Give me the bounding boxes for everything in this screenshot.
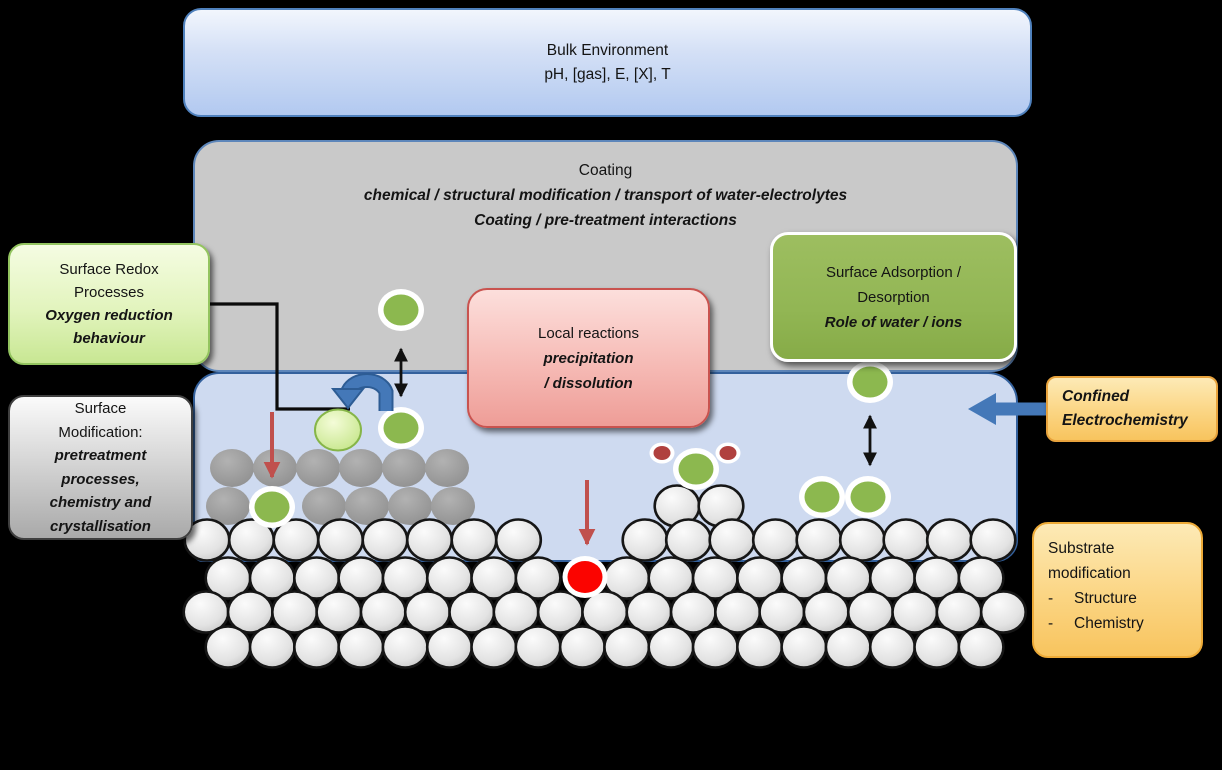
substrate-atom — [248, 625, 296, 669]
substrate-atom — [868, 625, 917, 669]
adsorbed-species — [249, 289, 893, 598]
surface-redox-emphasis-2: behaviour — [73, 330, 145, 347]
confined-electrochemistry-arrow — [968, 393, 1046, 425]
substrate-atom — [957, 625, 1005, 669]
substrate-atom — [882, 518, 930, 562]
substrate-atom — [621, 518, 669, 562]
surface-adsorption-emphasis: Role of water / ions — [824, 313, 963, 331]
coating-label-block: Coating chemical / structural modificati… — [195, 158, 1016, 233]
green-species-circle — [804, 481, 840, 513]
substrate-atom — [751, 518, 800, 562]
surface-modification-box: Surface Modification: pretreatment proce… — [8, 395, 193, 540]
surface-redox-title-2: Processes — [73, 284, 145, 301]
oxide-atom — [339, 449, 383, 487]
oxide-atom — [210, 449, 254, 487]
substrate-atom — [664, 518, 713, 562]
substrate-modification-bullet-1: - Structure — [1048, 590, 1137, 607]
substrate-modification-title-2: modification — [1048, 565, 1131, 582]
oxide-atom — [253, 449, 297, 487]
bulk-environment-params: pH, [gas], E, [X], T — [544, 65, 671, 83]
local-reactions-title: Local reactions — [538, 324, 639, 342]
green-species-circle — [852, 366, 888, 398]
oxide-atom — [425, 449, 469, 487]
substrate-atom — [558, 625, 607, 669]
oxide-atom — [388, 487, 432, 525]
bulk-environment-title: Bulk Environment — [546, 41, 669, 59]
substrate-atom — [361, 518, 409, 562]
coating-emphasis-line-1: chemical / structural modification / tra… — [363, 187, 848, 204]
local-reactions-box: Local reactions precipitation / dissolut… — [467, 288, 710, 428]
surface-redox-title-1: Surface Redox — [59, 261, 159, 278]
small-red-species-circle — [653, 446, 671, 460]
surface-adsorption-box: Surface Adsorption / Desorption Role of … — [770, 232, 1017, 362]
substrate-atom — [913, 625, 961, 669]
red-species-circle — [567, 561, 603, 593]
substrate-atom — [957, 556, 1005, 600]
substrate-atom — [425, 625, 474, 669]
confined-electrochemistry-line-1: Confined — [1062, 388, 1130, 405]
substrate-atom — [381, 625, 429, 669]
local-reactions-emphasis-1: precipitation — [543, 349, 634, 367]
surface-adsorption-title-2: Desorption — [857, 288, 930, 306]
surface-redox-box: Surface Redox Processes Oxygen reduction… — [8, 243, 210, 365]
surface-modification-emphasis-4: crystallisation — [50, 517, 151, 535]
substrate-atom — [691, 625, 739, 669]
substrate-atom — [969, 518, 1017, 562]
surface-modification-emphasis-2: processes, — [61, 470, 140, 488]
substrate-atom — [316, 518, 365, 562]
substrate-atom — [780, 625, 828, 669]
substrate-atom — [337, 625, 385, 669]
substrate-atom — [450, 518, 498, 562]
surface-adsorption-title-1: Surface Adsorption / — [825, 263, 962, 281]
oxide-atom — [431, 487, 475, 525]
substrate-atom — [838, 518, 887, 562]
substrate-atom — [293, 625, 341, 669]
oxide-atom — [382, 449, 426, 487]
substrate-atom — [647, 625, 695, 669]
oxide-atom — [302, 487, 346, 525]
green-species-circle — [254, 491, 290, 523]
surface-modification-title-1: Surface — [74, 400, 127, 417]
oxide-atom — [296, 449, 340, 487]
surface-modification-emphasis-1: pretreatment — [54, 447, 147, 464]
substrate-modification-title-1: Substrate — [1048, 540, 1115, 557]
green-species-circle — [383, 412, 419, 444]
oxide-atom — [345, 487, 389, 525]
substrate-atom — [204, 625, 252, 669]
substrate-atom — [405, 518, 454, 562]
confined-electrochemistry-box: Confined Electrochemistry — [1046, 376, 1218, 442]
small-red-species-circle — [719, 446, 737, 460]
surface-modification-title-2: Modification: — [58, 423, 143, 441]
substrate-atom — [514, 556, 562, 600]
substrate-modification-box: Substrate modification - Structure - Che… — [1032, 522, 1203, 658]
redox-uturn-arrow — [330, 372, 394, 411]
substrate-atoms — [182, 484, 1028, 669]
green-species-circle — [678, 453, 714, 485]
local-reactions-emphasis-2: / dissolution — [544, 374, 633, 392]
substrate-atom — [795, 518, 843, 562]
substrate-atom — [824, 625, 872, 669]
substrate-atom — [925, 518, 974, 562]
oxide-layer-atoms — [206, 449, 475, 525]
coating-emphasis-line-2: Coating / pre-treatment interactions — [474, 212, 737, 229]
oxide-atom — [206, 487, 250, 525]
substrate-modification-bullet-2: - Chemistry — [1048, 615, 1144, 632]
green-species-circle — [850, 481, 886, 513]
substrate-atom — [735, 625, 784, 669]
surface-redox-emphasis-1: Oxygen reduction — [45, 307, 173, 324]
substrate-atom — [494, 518, 543, 562]
substrate-atom — [603, 625, 651, 669]
surface-modification-emphasis-3: chemistry and — [49, 494, 152, 511]
substrate-atom — [708, 518, 756, 562]
green-species-circle — [383, 294, 419, 326]
substrate-atom — [979, 590, 1028, 634]
substrate-atom — [470, 625, 518, 669]
substrate-atom — [514, 625, 562, 669]
coating-title: Coating — [578, 162, 633, 179]
confined-electrochemistry-line-2: Electrochemistry — [1062, 412, 1188, 429]
redox-connector-line — [210, 302, 350, 411]
pale-green-species-circle — [314, 408, 362, 452]
bulk-environment-box: Bulk Environment pH, [gas], E, [X], T — [183, 8, 1032, 117]
